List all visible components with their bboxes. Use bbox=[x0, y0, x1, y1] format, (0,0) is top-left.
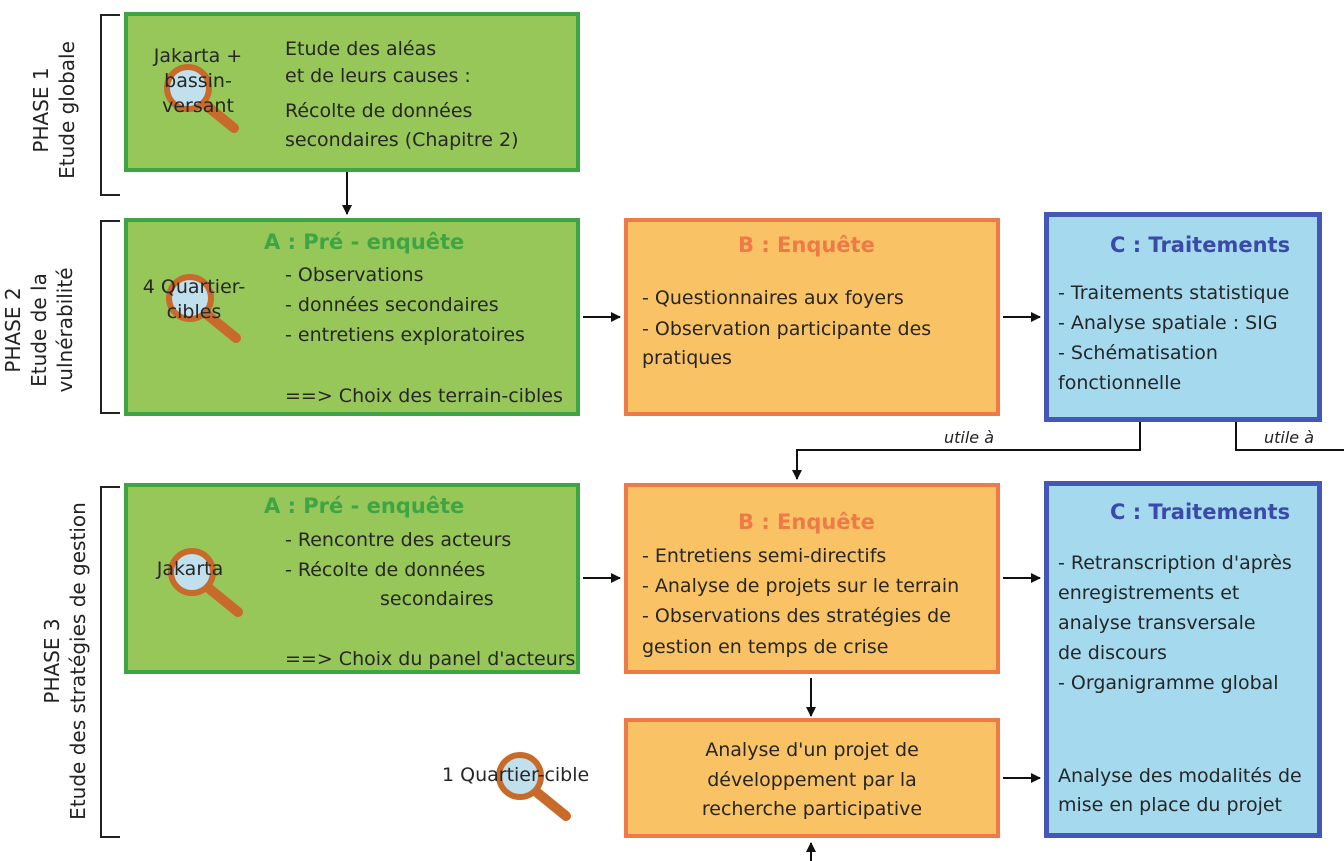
phase3-c-item2-2: mise en place du projet bbox=[1058, 794, 1282, 816]
phase1-text-2: et de leurs causes : bbox=[285, 65, 471, 87]
phase2-c-title: C : Traitements bbox=[1110, 233, 1291, 257]
project-line-3: recherche participative bbox=[701, 798, 923, 820]
magnifier-icon bbox=[162, 542, 252, 626]
arrow-2c-to-3b bbox=[792, 422, 1141, 480]
phase2-c-box bbox=[1044, 212, 1322, 422]
phase2-scope: 4 Quartier- cibles bbox=[130, 275, 258, 325]
link-2c-right bbox=[1235, 422, 1344, 451]
project-line-2: développement par la bbox=[707, 769, 917, 791]
phase3-c-item-4: de discours bbox=[1058, 642, 1167, 664]
phase3-a-item-2: - Récolte de données bbox=[285, 559, 486, 581]
phase3-c-item2-1: Analyse des modalités de bbox=[1058, 765, 1302, 787]
magnifier-icon bbox=[158, 58, 248, 142]
phase1-scope-line-1: Jakarta + bbox=[153, 45, 243, 67]
phase3-a-title: A : Pré - enquête bbox=[264, 494, 465, 518]
phase3-c-item-1: - Retranscription d'après bbox=[1058, 552, 1292, 574]
phase2-b-title: B : Enquête bbox=[738, 233, 875, 257]
phase2-scope-line-1: 4 Quartier- bbox=[142, 276, 246, 298]
phase2-c-item-4: fonctionnelle bbox=[1058, 372, 1182, 394]
phase2-c-item-2: - Analyse spatiale : SIG bbox=[1058, 312, 1278, 334]
phase3-scope: Jakarta bbox=[156, 558, 224, 580]
phase3-c-item-3: analyse transversale bbox=[1058, 612, 1256, 634]
phase1-scope-line-2: bassin- bbox=[164, 70, 232, 92]
phase1-scope-line-3: versant bbox=[162, 95, 234, 117]
phase1-bracket bbox=[100, 14, 120, 196]
phase3-c-box bbox=[1044, 481, 1322, 838]
phase2-bracket bbox=[100, 220, 120, 414]
phase2-b-item-1: - Questionnaires aux foyers bbox=[642, 287, 904, 309]
phase3-b-box bbox=[624, 483, 1000, 674]
phase2-a-result: ==> Choix des terrain-cibles bbox=[285, 385, 563, 407]
phase3-b-item-2: - Analyse de projets sur le terrain bbox=[642, 575, 960, 597]
magnifier-icon bbox=[160, 268, 250, 352]
phase1-text-3: Récolte de données bbox=[285, 100, 473, 122]
phase1-scope: Jakarta + bassin- versant bbox=[142, 44, 254, 119]
phase2-a-item-1: - Observations bbox=[285, 264, 424, 286]
phase3-a-result: ==> Choix du panel d'acteurs bbox=[285, 648, 576, 670]
phase2-a-title: A : Pré - enquête bbox=[264, 230, 465, 254]
phase2-c-item-3: - Schématisation bbox=[1058, 342, 1218, 364]
phase2-c-item-1: - Traitements statistique bbox=[1058, 282, 1290, 304]
phase1-text-1: Etude des aléas bbox=[285, 38, 437, 60]
magnifier-icon bbox=[490, 746, 580, 830]
phase3-a-item-3: secondaires bbox=[380, 588, 494, 610]
phase2-b-box bbox=[624, 218, 1000, 416]
phase3-b-title: B : Enquête bbox=[738, 510, 875, 534]
phase3-c-item-5: - Organigramme global bbox=[1058, 672, 1279, 694]
phase2-a-item-3: - entretiens exploratoires bbox=[285, 324, 525, 346]
phase2-scope-line-2: cibles bbox=[166, 301, 222, 323]
phase2-b-item-2: - Observation participante des bbox=[642, 318, 932, 340]
phase3-b-item-1: - Entretiens semi-directifs bbox=[642, 545, 887, 567]
phase2-b-item-3: pratiques bbox=[642, 347, 732, 369]
phase3-project-scope: 1 Quartier-cible bbox=[442, 764, 590, 786]
phase3-c-item-2: enregistrements et bbox=[1058, 582, 1240, 604]
phase3-bracket bbox=[100, 486, 120, 838]
phase3-b-item-4: gestion en temps de crise bbox=[642, 636, 889, 658]
phase3-c-title: C : Traitements bbox=[1110, 500, 1291, 524]
phase2-note-right: utile à bbox=[1264, 428, 1315, 447]
phase3-b-item-3: - Observations des stratégies de bbox=[642, 605, 951, 627]
phase2-note-left: utile à bbox=[944, 428, 995, 447]
phase3-a-item-1: - Rencontre des acteurs bbox=[285, 529, 512, 551]
project-box bbox=[624, 718, 1000, 838]
project-line-1: Analyse d'un projet de bbox=[705, 739, 919, 761]
phase1-text-4: secondaires (Chapitre 2) bbox=[285, 129, 519, 151]
phase2-a-item-2: - données secondaires bbox=[285, 294, 499, 316]
